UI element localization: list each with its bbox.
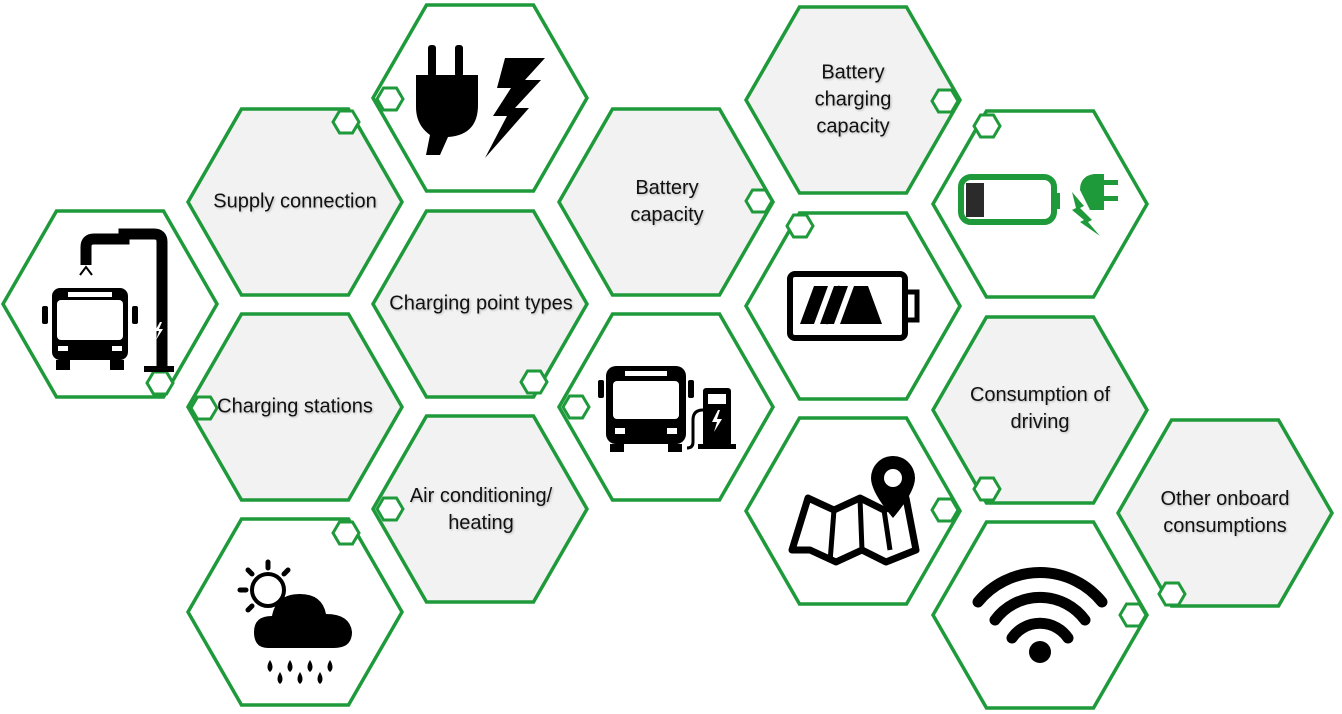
label-battery-charging-capacity: Battery charging capacity <box>814 61 892 138</box>
label-battery-capacity: Battery capacity <box>630 177 704 226</box>
small-hexagon <box>972 113 1002 139</box>
small-hexagon <box>331 520 361 546</box>
label-other-onboard-consumptions: Other onboard consumptions <box>1160 488 1290 537</box>
hexagon-wifi <box>930 520 1150 710</box>
battery-full-icon <box>787 271 920 341</box>
small-hexagon <box>375 86 405 112</box>
hexagon-consumption-of-driving <box>930 315 1150 505</box>
hexagon-charging-point-types <box>370 209 590 399</box>
small-hexagon <box>145 370 175 396</box>
label-supply-connection: Supply connection <box>213 190 377 213</box>
label-charging-stations: Charging stations <box>217 395 373 418</box>
battery-low-plug-icon <box>958 174 1118 236</box>
weather-icon <box>237 559 352 684</box>
small-hexagon <box>930 88 960 114</box>
map-pin-icon <box>788 456 920 566</box>
bus-pantograph-icon <box>42 228 174 372</box>
small-hexagon <box>744 188 774 214</box>
hexagon-plug <box>370 3 590 193</box>
small-hexagon <box>331 109 361 135</box>
hexagon-map <box>743 416 963 606</box>
bus-charger-icon <box>598 366 736 452</box>
small-hexagon <box>519 369 549 395</box>
wifi-icon <box>972 567 1108 663</box>
small-hexagon <box>1157 581 1187 607</box>
small-hexagon <box>375 496 405 522</box>
small-hexagon <box>785 213 815 239</box>
plug-lightning-icon <box>416 45 545 158</box>
label-air-conditioning: Air conditioning/ heating <box>409 485 553 534</box>
small-hexagon <box>972 476 1002 502</box>
hexagon-supply-connection <box>185 107 405 297</box>
small-hexagon <box>561 394 591 420</box>
label-consumption-of-driving: Consumption of driving <box>969 384 1111 433</box>
label-charging-point-types: Charging point types <box>389 292 573 315</box>
hexagon-battery-charging-capacity <box>743 5 963 195</box>
small-hexagon <box>930 497 960 523</box>
hexagon-air-conditioning <box>370 414 590 604</box>
small-hexagon <box>189 395 219 421</box>
small-hexagon <box>1118 602 1148 628</box>
hexagon-charging-stations <box>185 312 405 502</box>
